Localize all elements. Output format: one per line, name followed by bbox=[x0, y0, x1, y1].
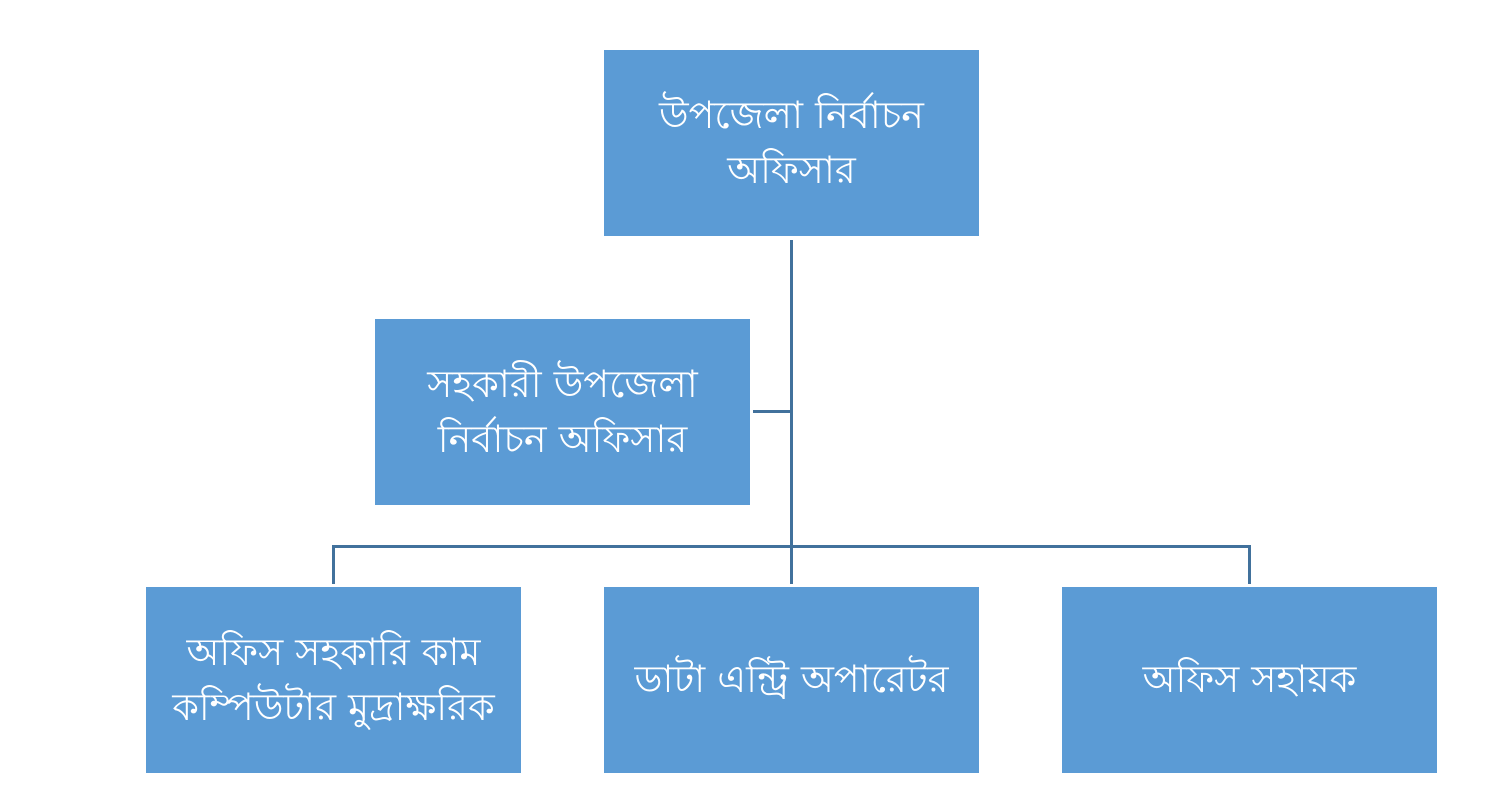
connector-drop-right bbox=[1248, 545, 1251, 584]
node-label-line: সহকারী উপজেলা bbox=[427, 361, 698, 406]
connector-assistant-stub bbox=[753, 410, 791, 413]
node-data-entry-operator: ডাটা এন্ট্রি অপারেটর bbox=[604, 587, 979, 773]
node-label-line: নির্বাচন অফিসার bbox=[437, 417, 688, 461]
node-assistant-upazila-election-officer: সহকারী উপজেলা নির্বাচন অফিসার bbox=[375, 319, 750, 505]
node-upazila-election-officer: উপজেলা নির্বাচন অফিসার bbox=[604, 50, 979, 236]
node-label-line: অফিস সহায়ক bbox=[1142, 657, 1357, 702]
connector-drop-left bbox=[332, 545, 335, 584]
node-label-line: উপজেলা নির্বাচন bbox=[659, 92, 924, 137]
node-office-helper: অফিস সহায়ক bbox=[1062, 587, 1437, 773]
node-label-line: অফিস সহকারি কাম bbox=[186, 629, 481, 674]
node-label-line: ডাটা এন্ট্রি অপারেটর bbox=[634, 657, 949, 702]
connector-horizontal-bar bbox=[332, 545, 1251, 548]
node-office-assistant-typist: অফিস সহকারি কাম কম্পিউটার মুদ্রাক্ষরিক bbox=[146, 587, 521, 773]
connector-trunk bbox=[790, 240, 793, 584]
node-label-line: অফিসার bbox=[727, 148, 856, 192]
node-label-line: কম্পিউটার মুদ্রাক্ষরিক bbox=[172, 685, 495, 729]
